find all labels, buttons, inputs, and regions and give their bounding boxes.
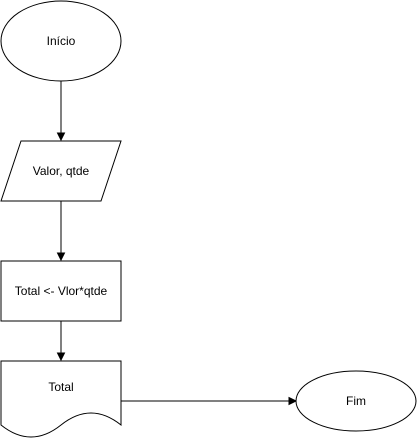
start-label: Início [47,34,76,48]
output-document [0,360,122,438]
process-rectangle [0,260,122,322]
output-label: Total [48,380,73,394]
input-label: Valor, qtde [33,164,90,178]
node-end: Fim [295,370,417,432]
node-process: Total <- Vlor*qtde [0,260,122,322]
end-label: Fim [346,394,366,408]
node-output: Total [0,360,122,438]
node-input: Valor, qtde [0,140,122,202]
arrowhead-icon [56,352,66,362]
node-start: Início [0,0,122,82]
edge-start-to-input [56,81,66,142]
arrowhead-icon [288,396,298,406]
edge-input-to-process [56,201,66,262]
input-parallelogram [0,140,122,202]
edge-output-to-end [121,396,298,406]
arrowhead-icon [56,252,66,262]
arrowhead-icon [56,132,66,142]
end-ellipse [295,370,417,432]
edge-process-to-output [56,321,66,362]
process-label: Total <- Vlor*qtde [15,284,108,298]
